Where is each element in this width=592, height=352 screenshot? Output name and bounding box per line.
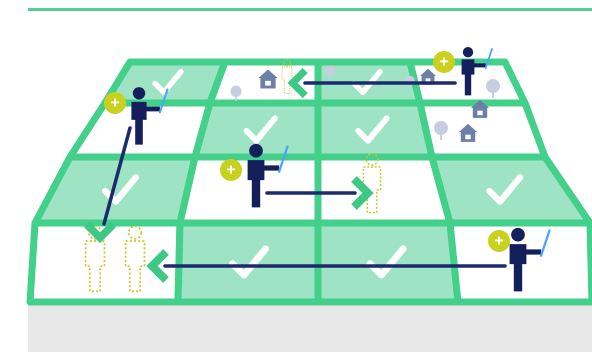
plus-badge-icon[interactable]: + [220, 159, 242, 181]
tree-crown [486, 79, 500, 93]
tree-crown [230, 86, 241, 97]
plus-badge-icon[interactable]: + [104, 92, 126, 114]
person-head [511, 228, 525, 242]
plus-badge-symbol: + [494, 233, 503, 250]
plus-badge-symbol: + [439, 54, 448, 71]
board-cell-r4-c2[interactable] [178, 223, 318, 302]
plus-badge-icon[interactable]: + [488, 230, 510, 252]
person-head [249, 144, 263, 158]
board-cell-r3-c3[interactable] [318, 157, 450, 223]
house-window [265, 81, 271, 86]
person-head [463, 47, 473, 57]
plus-badge-symbol: + [226, 162, 235, 179]
plus-badge-symbol: + [110, 95, 119, 112]
house-window [465, 135, 470, 140]
tree-crown [325, 65, 336, 76]
tree-crown [434, 121, 448, 135]
person-head [133, 87, 145, 99]
plus-badge-icon[interactable]: + [433, 51, 455, 73]
house-window [477, 111, 482, 116]
